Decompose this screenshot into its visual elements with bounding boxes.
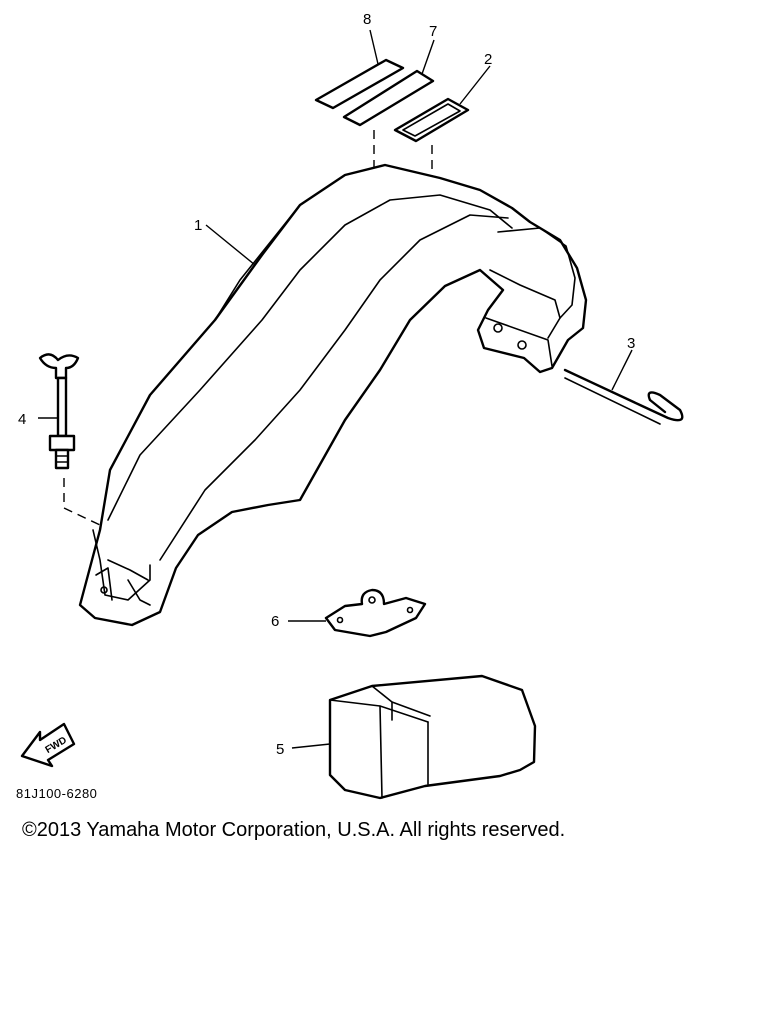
part-8-decal [314, 58, 405, 110]
parts-diagram: FWD 1 2 3 4 5 6 7 8 81J100-6280 [16, 11, 684, 800]
callout-3-leader [611, 349, 633, 391]
part-4-wing-bolt [38, 353, 80, 470]
fwd-arrow-icon: FWD [20, 722, 76, 768]
callout-1-leader [205, 224, 256, 266]
part-1-fender [78, 163, 588, 627]
callout-6: 6 [271, 613, 279, 630]
leader-part-4-b [63, 507, 101, 526]
callout-7: 7 [429, 23, 437, 40]
callout-8-leader [369, 29, 379, 65]
callout-1: 1 [194, 217, 202, 234]
callout-8: 8 [363, 11, 371, 28]
callout-2-leader [459, 65, 491, 105]
part-7-decal [342, 69, 435, 127]
callout-5: 5 [276, 741, 284, 758]
part-6-bracket [324, 588, 427, 638]
callout-2: 2 [484, 51, 492, 68]
part-3-rod [563, 368, 684, 425]
part-2-decal [393, 97, 470, 143]
part-code: 81J100-6280 [16, 786, 97, 800]
copyright-notice: ©2013 Yamaha Motor Corporation, U.S.A. A… [22, 819, 566, 841]
callout-7-leader [421, 39, 435, 75]
part-5-box [328, 674, 537, 800]
callout-5-leader [291, 743, 331, 749]
callout-4: 4 [18, 411, 26, 428]
callout-3: 3 [627, 335, 635, 352]
